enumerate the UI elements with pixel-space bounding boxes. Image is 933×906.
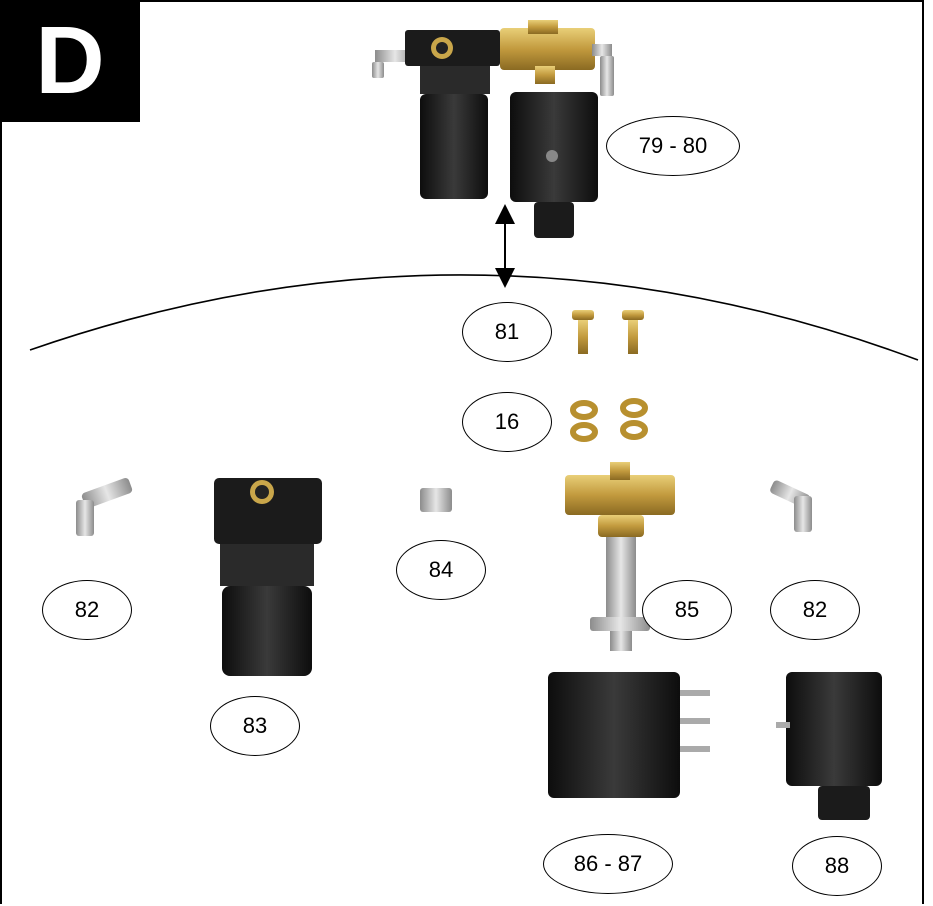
pressure-regulator-83 (214, 478, 322, 676)
callout-label: 81 (494, 319, 520, 344)
callout-label: 82 (802, 597, 828, 622)
callout-label: 82 (74, 597, 100, 622)
screws-81 (572, 310, 644, 354)
callout-label: 86 - 87 (573, 851, 643, 876)
callout-83: 83 (210, 696, 300, 756)
callout-79-80: 79 - 80 (606, 116, 740, 176)
elbow-fitting-82-right (770, 480, 812, 532)
hex-nipple-84 (420, 488, 452, 512)
callout-label: 16 (494, 409, 520, 434)
washers-16 (570, 398, 648, 442)
callout-88: 88 (792, 836, 882, 896)
callout-84: 84 (396, 540, 486, 600)
exploded-view-arc (29, 274, 919, 361)
connector-plug-88 (776, 672, 882, 820)
callout-85: 85 (642, 580, 732, 640)
callout-label: 79 - 80 (638, 133, 708, 158)
elbow-fitting-82-left (76, 478, 133, 536)
valve-body-85 (565, 462, 675, 651)
assembly-79-80 (372, 20, 614, 238)
callout-16: 16 (462, 392, 552, 452)
callout-label: 85 (674, 597, 700, 622)
section-badge: D (0, 0, 140, 122)
callout-label: 83 (242, 713, 268, 738)
callout-82-right: 82 (770, 580, 860, 640)
callout-label: 84 (428, 557, 454, 582)
callout-82-left: 82 (42, 580, 132, 640)
callout-81: 81 (462, 302, 552, 362)
callout-label: 88 (824, 853, 850, 878)
solenoid-coil-86-87 (548, 672, 710, 798)
callout-86-87: 86 - 87 (543, 834, 673, 894)
